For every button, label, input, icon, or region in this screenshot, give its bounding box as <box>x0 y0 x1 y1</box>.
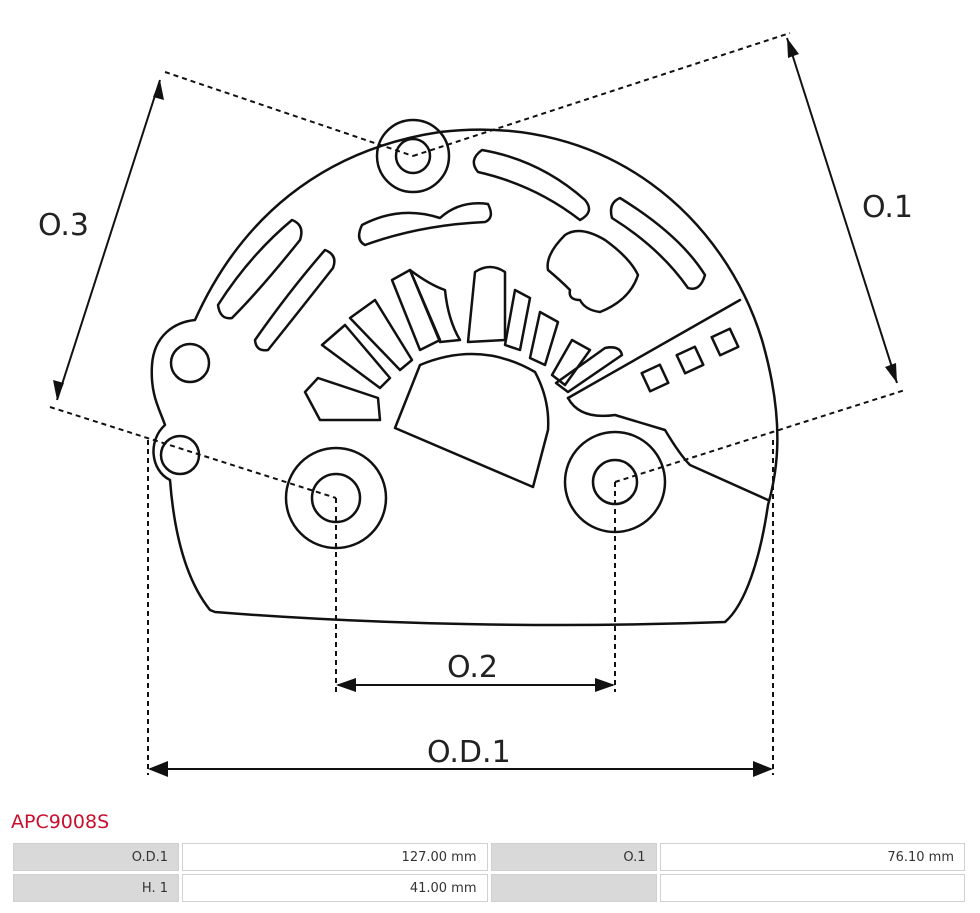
dim-o1-line <box>786 37 898 384</box>
fin-7 <box>503 288 532 352</box>
fin-9 <box>550 338 592 387</box>
spec-label: O.D.1 <box>13 843 179 871</box>
arrow-od1-right <box>753 761 773 777</box>
slot-top <box>472 148 591 222</box>
terminal-square-3 <box>710 327 740 357</box>
terminal-edge-lower <box>566 396 770 502</box>
top-boss-inner <box>394 137 432 175</box>
fin-2 <box>320 323 392 390</box>
spec-value: 41.00 mm <box>182 874 488 902</box>
label-o3: O.3 <box>38 208 89 243</box>
slot-right-upper <box>609 196 707 290</box>
left-hole-lower <box>159 434 201 476</box>
dash-o1-bottom <box>614 389 906 483</box>
center-sector <box>393 352 550 489</box>
technical-drawing: O.3 O.1 O.2 O.D.1 <box>38 32 913 777</box>
specs-table: O.D.1 127.00 mm O.1 76.10 mm H. 1 41.00 … <box>10 840 968 905</box>
fin-10 <box>554 346 624 394</box>
spec-label: H. 1 <box>13 874 179 902</box>
dash-o3-top <box>164 71 414 157</box>
label-od1: O.D.1 <box>427 735 511 770</box>
spec-label <box>490 874 657 902</box>
terminal-edge-upper <box>566 298 742 400</box>
dim-o3-line <box>56 79 161 401</box>
arrow-o1-bottom <box>885 363 897 383</box>
arrow-o2-right <box>595 678 615 692</box>
arrow-o3-bottom <box>53 380 64 400</box>
fin-3 <box>348 298 414 372</box>
fin-5 <box>408 268 462 344</box>
left-hole-upper <box>169 342 211 384</box>
arrow-o2-left <box>336 678 356 692</box>
spec-value: 76.10 mm <box>659 843 965 871</box>
terminal-square-2 <box>675 345 705 375</box>
fin-1 <box>303 376 382 422</box>
spec-value: 127.00 mm <box>182 843 488 871</box>
label-o2: O.2 <box>447 650 498 685</box>
part-code: APC9008S <box>11 811 110 833</box>
dash-o1-top <box>412 32 791 157</box>
fin-6 <box>466 265 507 344</box>
terminal-square-1 <box>640 363 670 393</box>
slot-left-inner <box>253 248 336 352</box>
dash-o3-bottom <box>49 406 337 499</box>
label-o1: O.1 <box>862 190 913 225</box>
plate-outline <box>150 128 779 627</box>
spec-label: O.1 <box>490 843 657 871</box>
top-boss-outer <box>375 118 451 194</box>
arrow-od1-left <box>148 761 168 777</box>
right-pocket <box>546 229 640 314</box>
slot-curve <box>357 202 493 247</box>
table-row: O.D.1 127.00 mm O.1 76.10 mm <box>13 843 965 871</box>
table-row: H. 1 41.00 mm <box>13 874 965 902</box>
arrow-o3-top <box>153 80 164 100</box>
fin-8 <box>528 310 560 367</box>
slot-left-outer <box>216 218 303 320</box>
left-boss-inner <box>310 472 362 524</box>
spec-value <box>659 874 965 902</box>
arrow-o1-top <box>787 38 799 58</box>
